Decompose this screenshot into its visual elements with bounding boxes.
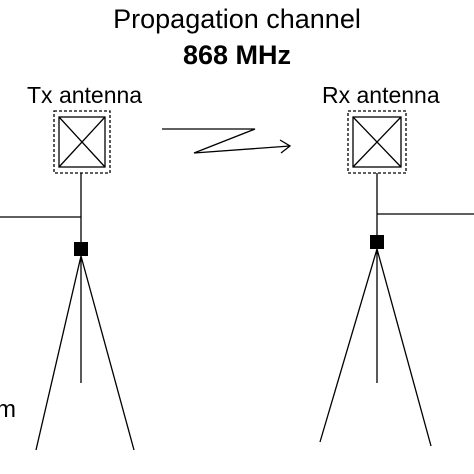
propagation-arrow — [162, 128, 292, 154]
partial-dimension-label: m — [0, 396, 16, 423]
tx-antenna-element — [58, 116, 106, 168]
tx-antenna-label: Tx antenna — [27, 82, 143, 108]
diagram-title: Propagation channel — [113, 4, 361, 34]
rx-antenna-label: Rx antenna — [322, 82, 440, 108]
rx-antenna — [347, 110, 407, 174]
rx-antenna-cross — [352, 116, 402, 168]
tx-tripod-head — [74, 242, 88, 256]
tx-tripod-legs — [35, 255, 135, 451]
rx-antenna-element — [352, 116, 402, 168]
tx-antenna-dashed-outline — [53, 110, 111, 174]
tx-antenna — [53, 110, 111, 174]
rx-tripod-head — [370, 235, 384, 249]
frequency-label: 868 MHz — [182, 40, 292, 70]
tx-antenna-cross — [58, 116, 106, 168]
rx-tripod-legs — [319, 248, 432, 447]
